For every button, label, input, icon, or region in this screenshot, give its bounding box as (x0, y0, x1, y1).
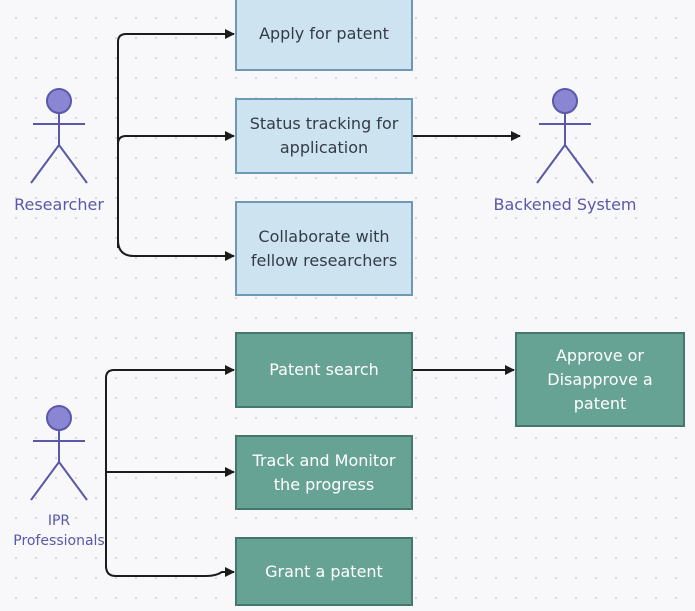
actor-ipr-professionals (28, 405, 90, 503)
usecase-track-monitor[interactable]: Track and Monitor the progress (235, 435, 413, 510)
edge-researcher-status (117, 131, 235, 145)
usecase-apply-for-patent[interactable]: Apply for patent (235, 0, 413, 71)
edge-ipr-search (105, 365, 235, 568)
actor-ipr-label-line1: IPR (47, 513, 71, 529)
usecase-status-tracking[interactable]: Status tracking for application (235, 98, 413, 174)
usecase-approve-disapprove[interactable]: Approve or Disapprove a patent (515, 332, 685, 427)
stick-figure-icon (30, 405, 88, 501)
edge-researcher-collaborate (117, 239, 235, 261)
actor-backend-label: Backened System (493, 195, 637, 214)
usecase-patent-search[interactable]: Patent search (235, 332, 413, 408)
edge-ipr-grant (105, 565, 235, 577)
actor-backend-system (534, 88, 596, 186)
usecase-grant-patent[interactable]: Grant a patent (235, 537, 413, 606)
stick-figure-icon (536, 88, 594, 184)
edge-researcher-apply (117, 29, 235, 248)
actor-researcher (28, 88, 90, 186)
actor-ipr-label-line2: Professionals (13, 533, 105, 549)
usecase-collaborate[interactable]: Collaborate with fellow researchers (235, 201, 413, 296)
actor-researcher-label: Researcher (14, 195, 104, 214)
stick-figure-icon (30, 88, 88, 184)
